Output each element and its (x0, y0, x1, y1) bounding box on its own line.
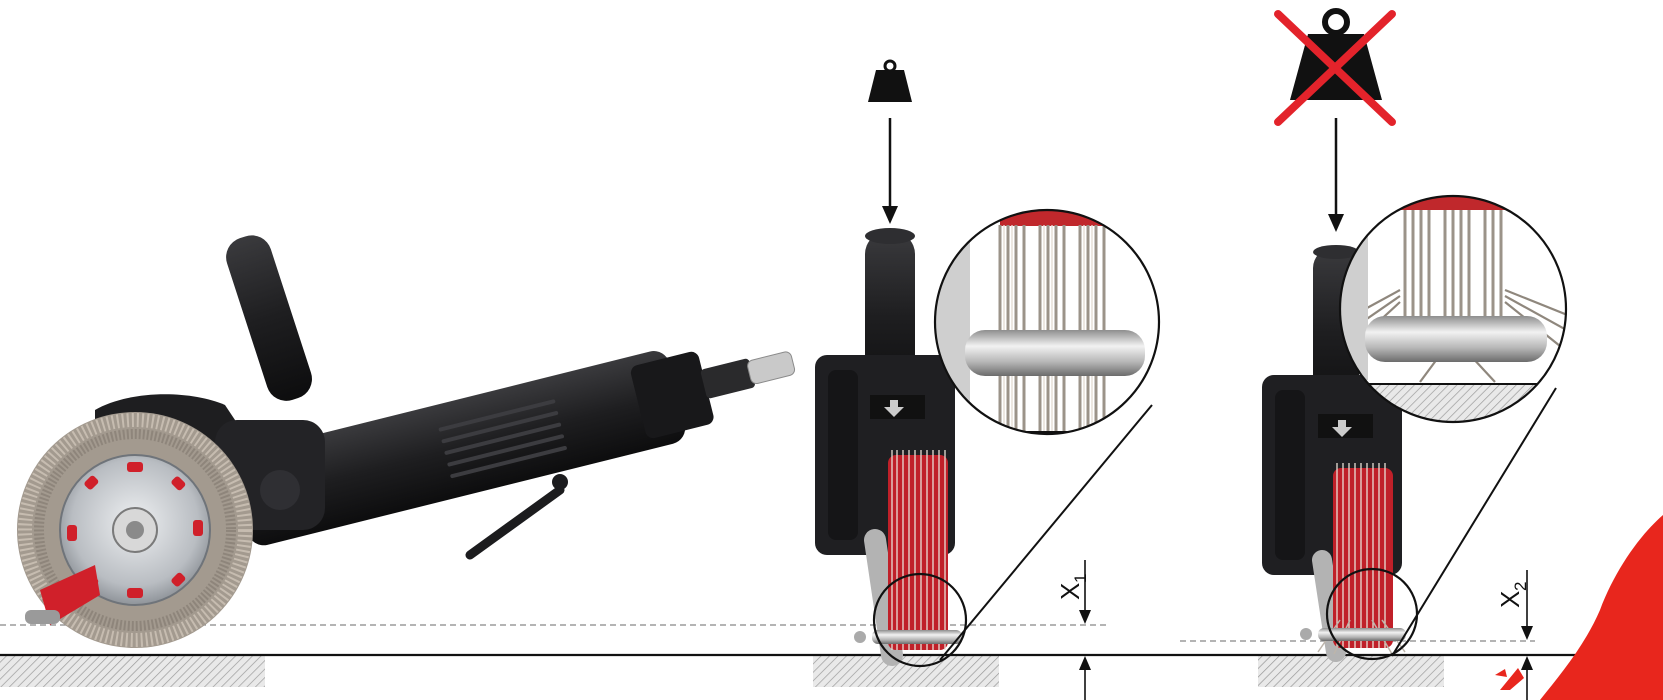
with-load-scene: X 1 (815, 59, 1161, 700)
red-splash-fleck (1495, 668, 1524, 690)
ground-hatch-middle (813, 655, 999, 687)
down-arrow-icon (882, 118, 898, 224)
axle-pin (25, 610, 60, 624)
tool-handle (226, 235, 312, 401)
label-x2-subscript: 2 (1511, 582, 1530, 591)
magnifier-circle-icon (933, 208, 1161, 436)
ground-hatch-left (0, 655, 265, 687)
brush-wheel (17, 412, 253, 648)
magnified-pin (1365, 316, 1547, 362)
label-x1-subscript: 1 (1071, 574, 1090, 583)
ground (0, 624, 1663, 687)
brush-core (1333, 468, 1393, 648)
air-connector (700, 358, 755, 399)
label-x1: X (1055, 583, 1085, 600)
magnified-pin (965, 330, 1145, 376)
ground-hatch-right (1258, 655, 1444, 687)
magnify-source-circle (872, 572, 968, 668)
air-coupling (747, 351, 796, 385)
dimension-x1: X 1 (1055, 560, 1091, 700)
weight-icon (868, 59, 912, 102)
label-x2: X (1495, 591, 1525, 608)
tool-side-view (17, 235, 796, 648)
down-arrow-icon (1328, 118, 1344, 232)
without-load-scene: X 2 (1262, 8, 1568, 700)
brush-pin (1318, 628, 1406, 641)
red-tag (40, 565, 100, 625)
rear-cap (630, 351, 714, 439)
brush-pin (872, 630, 962, 644)
crossed-weight-icon (1274, 8, 1396, 126)
dimension-x2: X 2 (1495, 570, 1533, 700)
red-splash-decoration (1540, 515, 1663, 700)
throttle-lever (465, 485, 565, 560)
